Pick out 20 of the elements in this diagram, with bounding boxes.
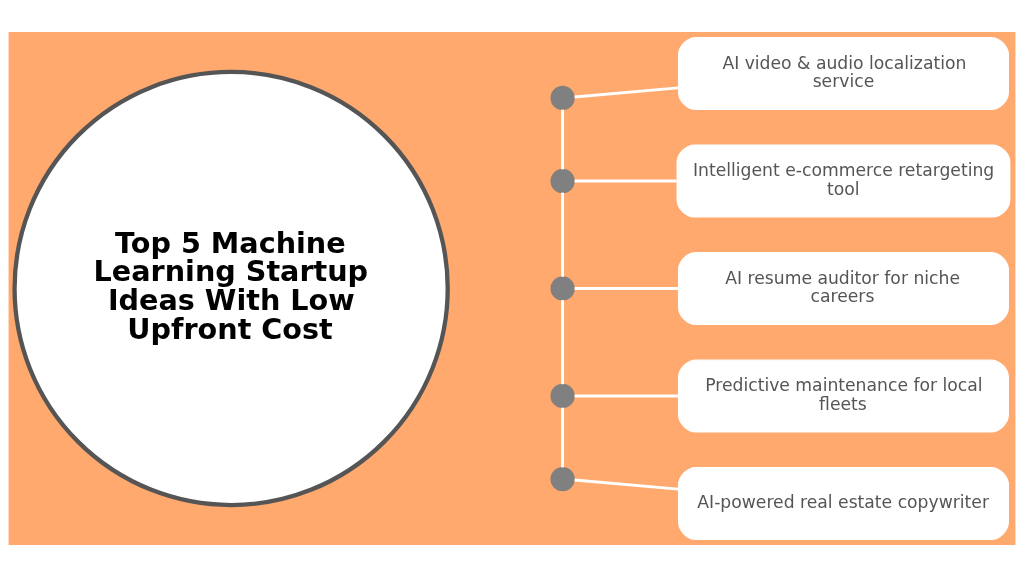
node-circle — [550, 383, 575, 408]
connector — [561, 109, 565, 169]
connector — [574, 394, 678, 397]
connector — [574, 86, 679, 98]
node-circle — [550, 466, 575, 491]
connector — [574, 179, 677, 182]
connector — [574, 286, 678, 290]
connector — [574, 478, 679, 490]
node-box: AI resume auditor for niche careers — [677, 251, 1009, 325]
node-circle — [550, 168, 575, 193]
node-circle — [550, 85, 575, 110]
node-circle: Top 5 Machine Learning Startup Ideas With Low Upfront Cost — [12, 69, 450, 507]
node-circle — [550, 275, 575, 301]
node-box: Intelligent e-commerce retargeting tool — [676, 144, 1011, 218]
node-box: AI-powered real estate copywriter — [677, 466, 1009, 540]
connector — [561, 299, 565, 384]
connector — [561, 407, 565, 467]
node-box: Predictive maintenance for local fleets — [677, 358, 1009, 432]
connector — [561, 192, 565, 277]
node-box: AI video & audio localization service — [677, 36, 1009, 110]
